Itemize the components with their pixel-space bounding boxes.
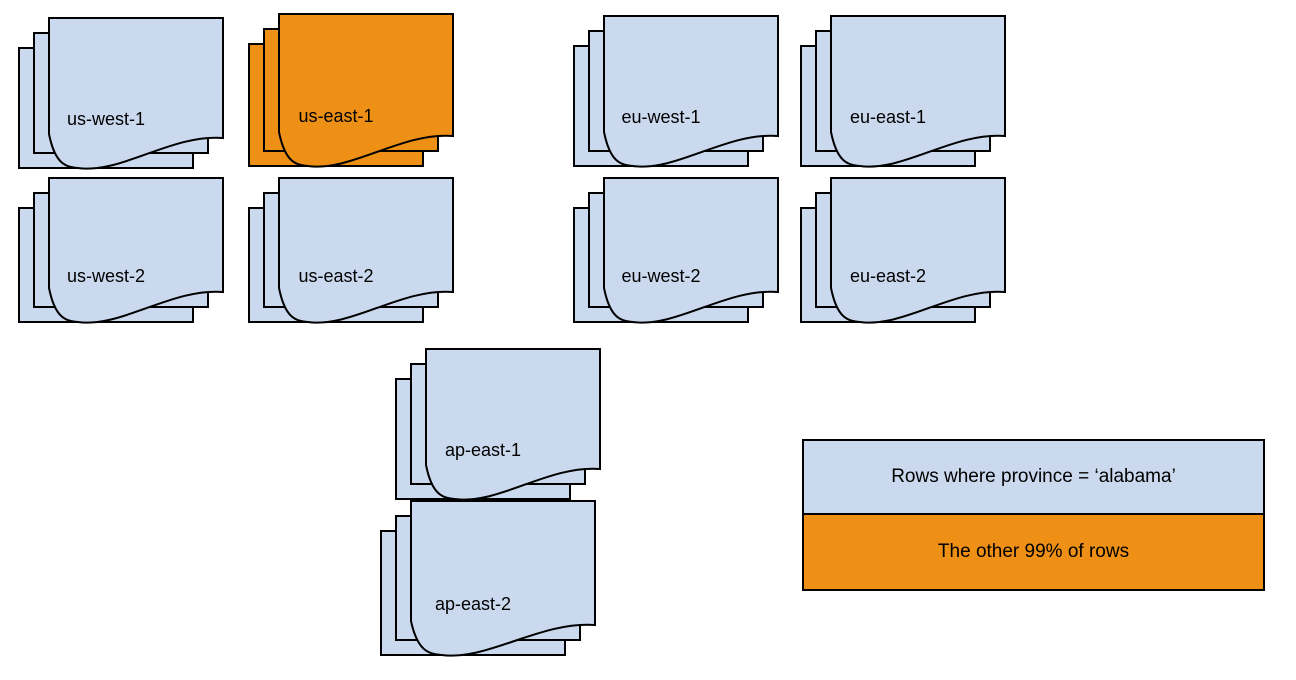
document-stack-us-west-2[interactable]: us-west-2 <box>18 177 224 352</box>
document-sheet-front <box>603 177 779 324</box>
document-stack-eu-east-2[interactable]: eu-east-2 <box>800 177 1006 352</box>
document-stack-eu-east-1[interactable]: eu-east-1 <box>800 15 1006 196</box>
document-stack-shape <box>800 177 1006 324</box>
document-stack-shape <box>395 348 601 501</box>
document-sheet-front <box>830 15 1006 168</box>
document-stack-shape <box>573 177 779 324</box>
document-sheet-front <box>48 177 224 324</box>
document-sheet-front <box>410 500 596 657</box>
document-stack-shape <box>380 500 596 657</box>
document-stack-shape <box>248 13 454 168</box>
document-stack-us-west-1[interactable]: us-west-1 <box>18 17 224 198</box>
document-stack-shape <box>18 177 224 324</box>
document-sheet-front <box>48 17 224 170</box>
legend: Rows where province = ‘alabama’The other… <box>802 439 1265 591</box>
document-stack-shape <box>248 177 454 324</box>
document-stack-shape <box>18 17 224 170</box>
document-sheet-front <box>603 15 779 168</box>
document-stack-shape <box>800 15 1006 168</box>
legend-row-matching: Rows where province = ‘alabama’ <box>804 441 1263 515</box>
document-stack-shape <box>573 15 779 168</box>
document-stack-ap-east-2[interactable]: ap-east-2 <box>380 500 596 680</box>
document-stack-eu-west-2[interactable]: eu-west-2 <box>573 177 779 352</box>
document-sheet-front <box>278 177 454 324</box>
document-sheet-front <box>278 13 454 168</box>
document-stack-us-east-2[interactable]: us-east-2 <box>248 177 454 352</box>
legend-row-other: The other 99% of rows <box>804 515 1263 589</box>
document-sheet-front <box>425 348 601 501</box>
document-stack-us-east-1[interactable]: us-east-1 <box>248 13 454 196</box>
document-stack-ap-east-1[interactable]: ap-east-1 <box>395 348 601 529</box>
document-stack-eu-west-1[interactable]: eu-west-1 <box>573 15 779 196</box>
document-sheet-front <box>830 177 1006 324</box>
